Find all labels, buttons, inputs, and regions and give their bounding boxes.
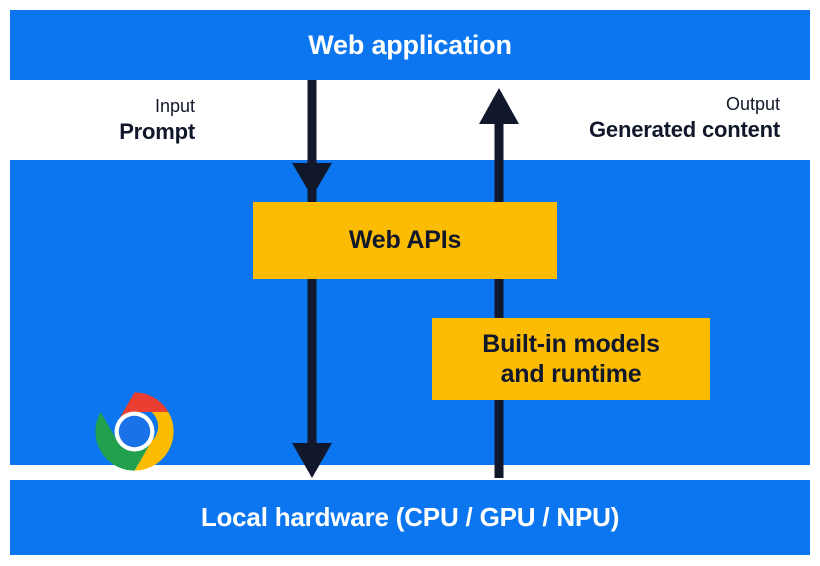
flow-label-input-value: Prompt: [119, 119, 195, 145]
flow-label-input: Input Prompt: [30, 95, 195, 146]
band-web-application-label: Web application: [308, 29, 512, 60]
band-local-hardware-label: Local hardware (CPU / GPU / NPU): [200, 502, 620, 532]
band-local-hardware: Local hardware (CPU / GPU / NPU): [10, 480, 810, 555]
band-web-application: Web application: [10, 10, 810, 80]
flow-label-output: Output Generated content: [430, 93, 780, 144]
flow-label-output-caption: Output: [725, 94, 780, 114]
flow-label-output-value: Generated content: [589, 117, 780, 143]
box-built-in-models-line1: Built-in models: [482, 329, 660, 358]
box-built-in-models: Built-in models and runtime: [432, 318, 710, 400]
box-web-apis-label: Web APIs: [348, 226, 462, 255]
box-built-in-models-line2: and runtime: [500, 360, 642, 388]
chrome-logo-icon: [95, 392, 174, 471]
box-built-in-models-label: Built-in models and runtime: [482, 329, 660, 390]
flow-label-input-caption: Input: [154, 96, 195, 116]
box-web-apis: Web APIs: [253, 202, 557, 279]
